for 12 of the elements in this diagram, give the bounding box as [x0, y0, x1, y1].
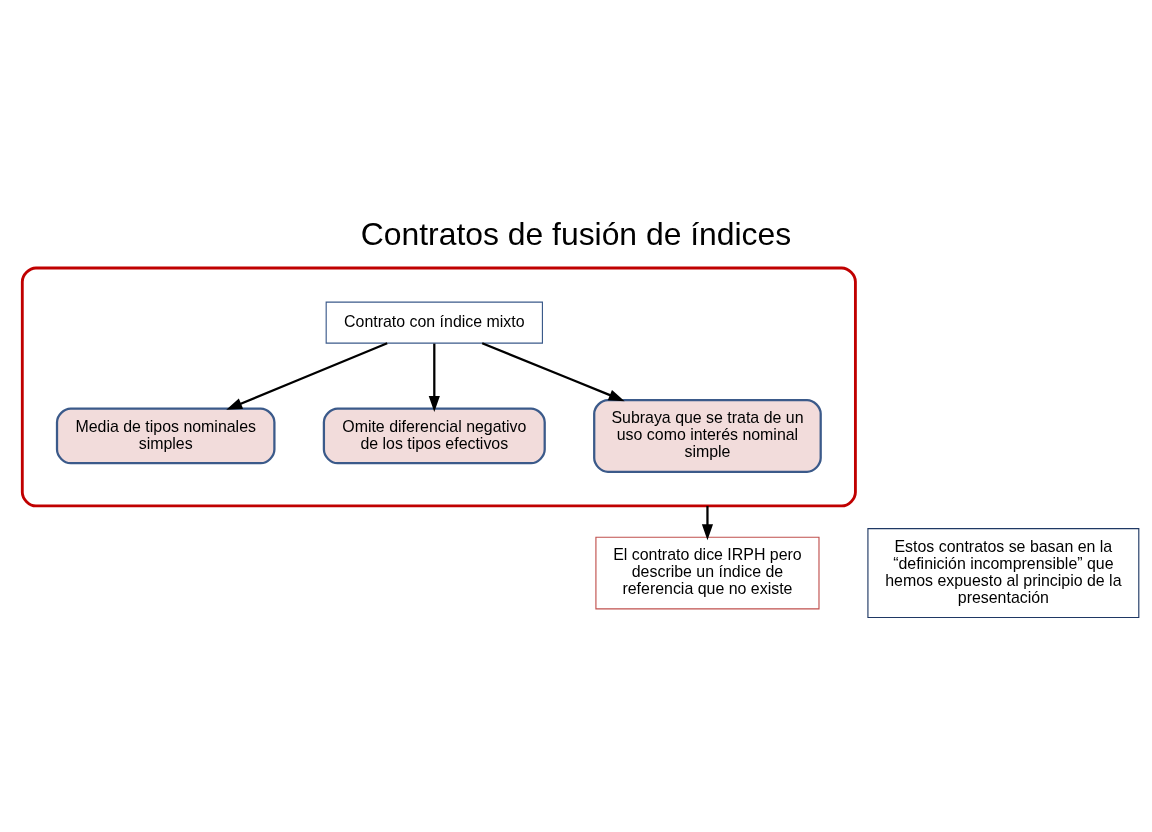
node-box: Subraya que se trata de un uso como interés nominal simple [593, 398, 822, 473]
node-box: Omite diferencial negativo de los tipos efectivos [322, 407, 546, 465]
arrow [481, 342, 625, 402]
node-box: Contrato con índice mixto [325, 301, 543, 344]
diagram-title: Contratos de fusión de índices [360, 215, 792, 252]
node-box: Media de tipos nominales simples [55, 407, 276, 465]
arrow [226, 342, 388, 410]
arrow [428, 343, 440, 412]
cluster [20, 266, 857, 508]
node-box: Estos contratos se basan en la “definición incomprensible” que hemos expuesto al principio de la presentación [867, 528, 1140, 619]
node-box: El contrato dice IRPH pero describe un índice de referencia que no existe [595, 536, 820, 610]
arrow [701, 505, 714, 541]
